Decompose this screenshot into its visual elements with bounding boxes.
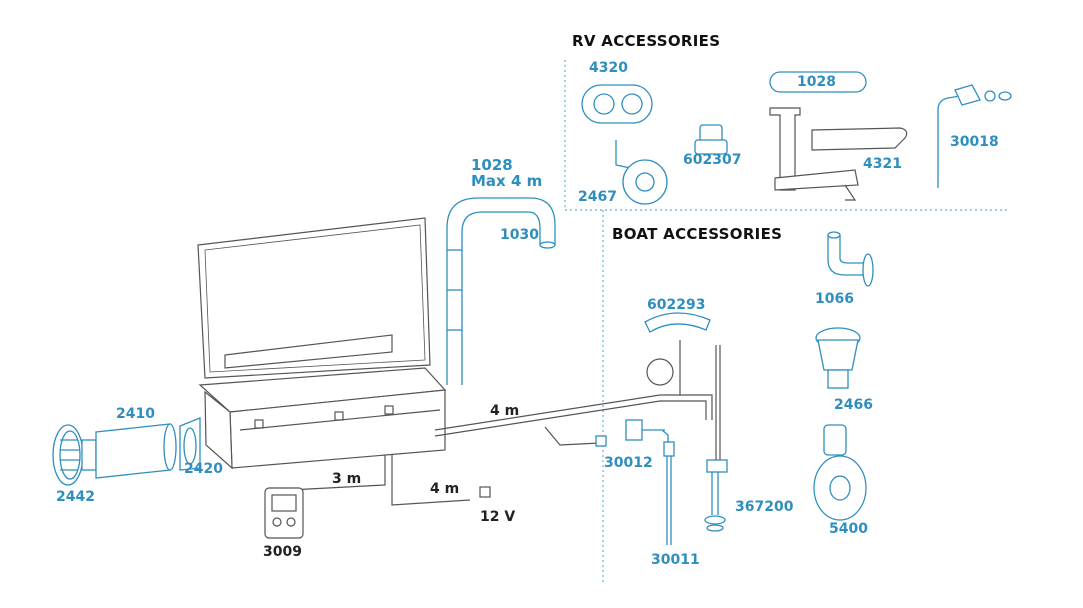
part-1066 <box>827 231 874 287</box>
label-2466: 2466 <box>834 397 873 413</box>
label-length-4m-bottom: 4 m <box>430 481 460 497</box>
exhaust-pipe-1028 <box>446 197 556 385</box>
intake-assembly <box>52 417 201 486</box>
label-12v: 12 V <box>480 509 516 525</box>
fuel-line <box>434 394 713 447</box>
label-2442: 2442 <box>56 489 95 505</box>
part-2467 <box>615 140 668 205</box>
part-5400 <box>813 424 867 521</box>
part-4321 <box>811 127 908 201</box>
boat-accessories-heading: BOAT ACCESSORIES <box>612 225 783 243</box>
heater-unit <box>197 217 447 470</box>
part-2466 <box>815 327 861 389</box>
label-3009: 3009 <box>263 544 302 560</box>
part-30018 <box>937 84 1012 188</box>
section-divider-lines <box>564 60 1010 585</box>
label-1028: 1028 <box>471 156 513 174</box>
part-4320 <box>581 84 653 124</box>
part-602307 <box>694 124 728 155</box>
label-4320: 4320 <box>589 60 628 76</box>
label-367200: 367200 <box>735 499 794 515</box>
label-max-4m: Max 4 m <box>471 172 543 190</box>
label-length-3m: 3 m <box>332 471 362 487</box>
label-5400: 5400 <box>829 521 868 537</box>
label-30011: 30011 <box>651 552 700 568</box>
label-2410: 2410 <box>116 406 155 422</box>
label-602307: 602307 <box>683 152 742 168</box>
fuel-standpipe-367200 <box>704 345 728 532</box>
label-2420: 2420 <box>184 461 223 477</box>
label-30012: 30012 <box>604 455 653 471</box>
label-602293: 602293 <box>647 297 706 313</box>
rv-accessories-heading: RV ACCESSORIES <box>572 32 721 50</box>
part-1028-rv <box>769 71 867 191</box>
label-length-4m-top: 4 m <box>490 403 520 419</box>
part-602293 <box>644 312 711 395</box>
label-1028-rv: 1028 <box>797 74 836 90</box>
control-panel-3009 <box>264 455 491 539</box>
label-30018: 30018 <box>950 134 999 150</box>
label-1066: 1066 <box>815 291 854 307</box>
fuel-pickup-30011 <box>663 441 675 545</box>
label-4321: 4321 <box>863 156 902 172</box>
label-2467: 2467 <box>578 189 617 205</box>
label-1030: 1030 <box>500 227 539 243</box>
